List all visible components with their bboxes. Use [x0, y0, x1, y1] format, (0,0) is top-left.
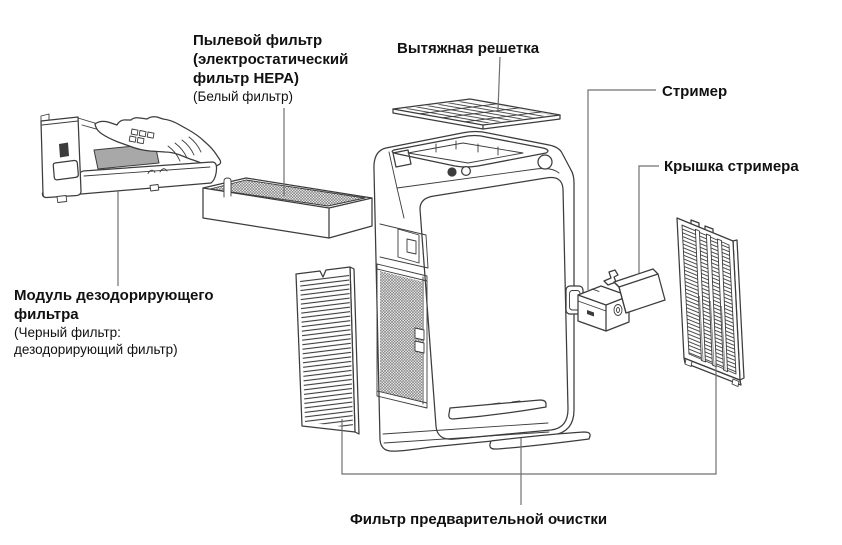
- main-body-drawing: [373, 130, 584, 452]
- label-streamer: Стример: [662, 82, 727, 101]
- label-exhaust-grille-title: Вытяжная решетка: [397, 40, 540, 57]
- label-streamer-title: Стример: [662, 83, 728, 100]
- leader-streamer: [587, 89, 656, 290]
- streamer-cover-drawing: [603, 268, 666, 314]
- leader-exhaust-grille: [497, 56, 501, 111]
- rear-prefilter-panel-drawing: [676, 217, 745, 387]
- streamer-unit-drawing: [577, 285, 630, 332]
- front-prefilter-panel-drawing: [295, 266, 360, 435]
- label-dust-filter-note: (Белый фильтр): [193, 89, 293, 104]
- label-deodorizing-module-note: (Черный фильтр: дезодорирующий фильтр): [14, 325, 178, 357]
- label-prefilter-title: Фильтр предварительной очистки: [350, 511, 608, 528]
- label-streamer-cover-title: Крышка стримера: [664, 158, 799, 175]
- deodorizing-module-drawing: [40, 113, 222, 203]
- leader-prefilter-bracket: [341, 352, 717, 475]
- label-streamer-cover: Крышка стримера: [664, 157, 799, 176]
- exhaust-grille-drawing: [392, 98, 561, 130]
- label-dust-filter: Пылевой фильтр (электростатический фильт…: [193, 31, 348, 105]
- label-deodorizing-module: Модуль дезодорирующего фильтра (Черный ф…: [14, 286, 214, 358]
- label-deodorizing-module-title: Модуль дезодорирующего фильтра: [14, 287, 214, 323]
- dust-filter-drawing: [202, 177, 373, 239]
- leader-streamer-cover: [638, 165, 659, 273]
- label-exhaust-grille: Вытяжная решетка: [397, 39, 539, 58]
- label-dust-filter-title: Пылевой фильтр (электростатический фильт…: [193, 32, 349, 87]
- prefilter-bar-drawing: [489, 431, 591, 450]
- leader-lines: [117, 56, 717, 505]
- label-prefilter: Фильтр предварительной очистки: [350, 510, 607, 529]
